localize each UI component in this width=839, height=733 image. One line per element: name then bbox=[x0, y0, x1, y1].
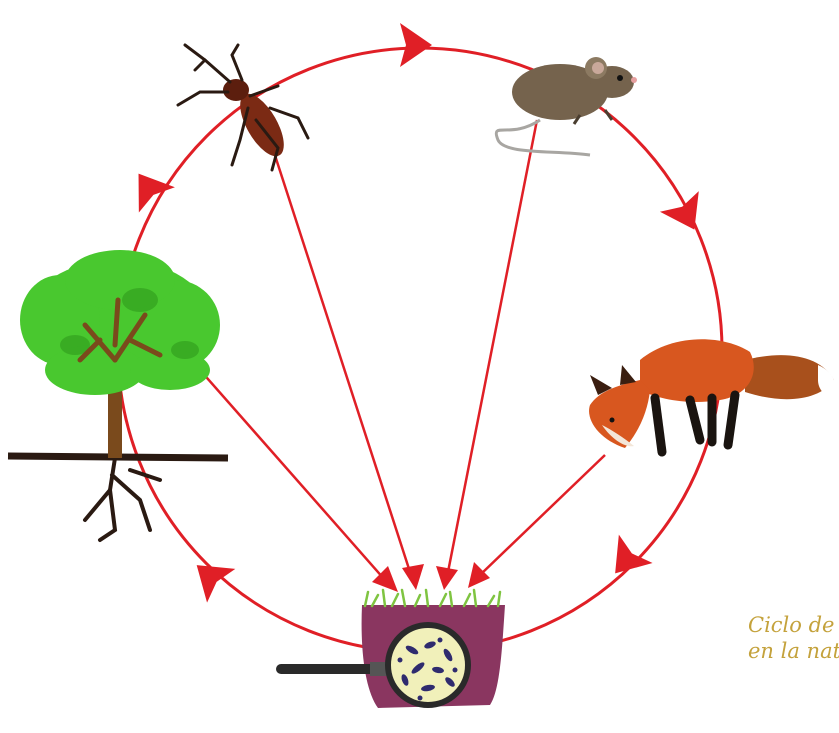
caption-line-2: en la natu bbox=[748, 638, 839, 664]
flow-arrowhead-mouse bbox=[436, 566, 458, 590]
flow-line-tree bbox=[200, 370, 385, 580]
flow-line-mouse bbox=[448, 120, 537, 572]
caption-line-1: Ciclo de la bbox=[748, 612, 839, 638]
diagram-caption: Ciclo de la en la natu bbox=[748, 612, 839, 664]
cycle-arrow-right-lower bbox=[598, 535, 652, 588]
stag-beetle-icon bbox=[178, 45, 308, 170]
fox-icon bbox=[589, 339, 835, 452]
tree-icon bbox=[8, 250, 228, 540]
mouse-icon bbox=[496, 57, 637, 155]
cycle-arrow-right-upper bbox=[660, 191, 714, 240]
flow-line-beetle bbox=[270, 140, 410, 572]
flow-arrowhead-fox bbox=[468, 562, 490, 588]
flow-line-fox bbox=[480, 455, 605, 575]
cycle-arrow-left-lower bbox=[183, 548, 236, 602]
decomposition-flows bbox=[200, 120, 605, 592]
soil-with-magnifier-icon bbox=[276, 590, 505, 708]
flow-arrowhead-beetle bbox=[402, 564, 424, 590]
cycle-arrow-left-upper bbox=[121, 161, 175, 212]
cycle-arrow-top bbox=[400, 23, 432, 67]
